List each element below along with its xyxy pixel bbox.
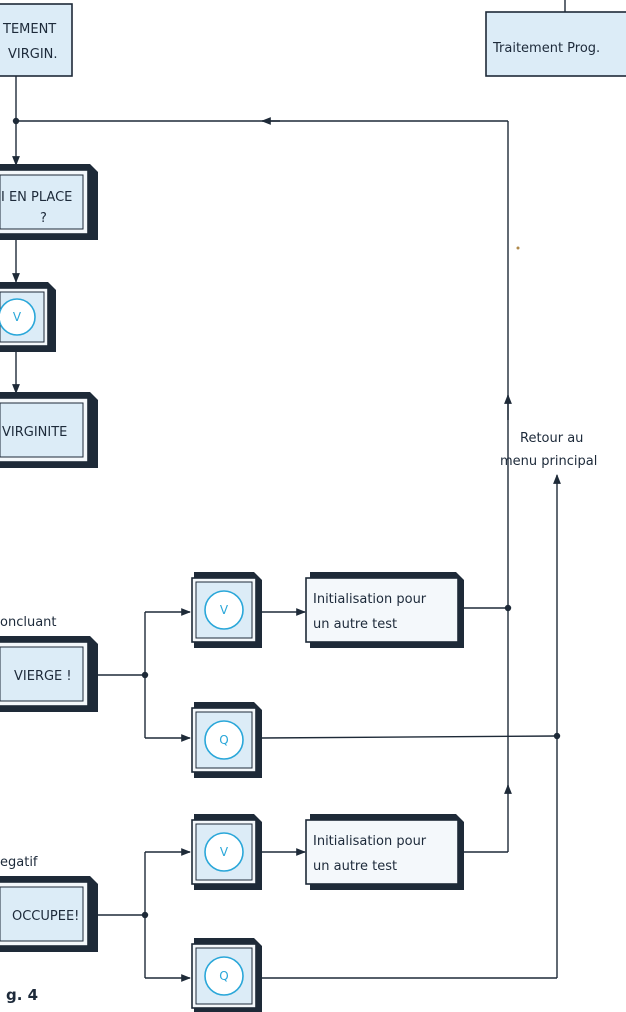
init-lower-line1: Initialisation pour — [313, 834, 427, 849]
key-v-upper: V — [191, 572, 262, 648]
key-q-lower-label: Q — [219, 969, 228, 983]
key-q-upper: Q — [191, 702, 262, 778]
init-lower-line2: un autre test — [313, 859, 397, 874]
box-en-place: I EN PLACE ? — [0, 164, 98, 240]
vierge-label: VIERGE ! — [14, 669, 72, 684]
occupee-label: OCCUPEE! — [12, 909, 79, 924]
init1-junction — [504, 604, 512, 612]
decorative-dot — [516, 246, 520, 250]
init-upper-line1: Initialisation pour — [313, 592, 427, 607]
key-q-lower: Q — [191, 938, 262, 1012]
label-concluant: oncluant — [0, 615, 57, 630]
connector-q1-to-menu — [261, 735, 558, 739]
box-virginite: VIRGINITE — [0, 392, 98, 468]
key-v-left-label: V — [13, 310, 22, 324]
en-place-line1: I EN PLACE — [1, 190, 72, 205]
label-negatif: egatif — [0, 855, 38, 870]
loop-junction — [12, 117, 20, 125]
box-init-lower: Initialisation pour un autre test — [305, 814, 464, 890]
connectors — [12, 0, 566, 982]
box-traitement-prog: Traitement Prog. — [485, 11, 626, 77]
q1-junction — [553, 732, 561, 740]
init-upper-line2: un autre test — [313, 617, 397, 632]
traitement-virgin-line1: TEMENT — [2, 22, 56, 37]
box-traitement-virgin: TEMENT VIRGIN. — [0, 3, 73, 77]
label-retour-line2: menu principal — [500, 454, 597, 469]
box-vierge: VIERGE ! — [0, 636, 98, 712]
key-q-upper-label: Q — [219, 733, 228, 747]
box-init-upper: Initialisation pour un autre test — [305, 572, 464, 648]
key-v-upper-label: V — [220, 603, 229, 617]
label-retour-line1: Retour au — [520, 431, 583, 446]
key-v-left: V — [0, 282, 56, 352]
virginite-label: VIRGINITE — [2, 425, 67, 440]
box-occupee: OCCUPEE! — [0, 876, 98, 952]
key-v-lower-label: V — [220, 845, 229, 859]
figure-label: g. 4 — [6, 986, 38, 1004]
key-v-lower: V — [191, 814, 262, 890]
traitement-prog-label: Traitement Prog. — [492, 41, 600, 56]
en-place-line2: ? — [40, 211, 47, 226]
traitement-virgin-line2: VIRGIN. — [8, 47, 58, 62]
